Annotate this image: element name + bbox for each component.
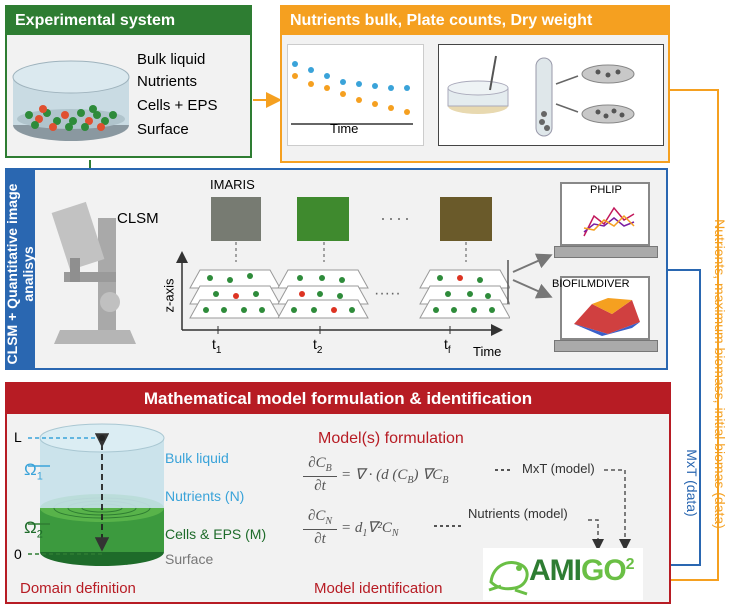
label-cells-eps: Cells + EPS [137,97,218,114]
imaris-label: IMARIS [210,177,255,192]
surface-label: Surface [165,551,214,567]
ellipsis-mid: ····· [374,285,401,302]
image-tile-t1 [211,197,261,241]
clsm-side-band [5,168,35,370]
time-chart-xlabel: Time [330,121,359,136]
clsm-label: CLSM [117,210,159,227]
eq1-fraction-bar [303,476,337,477]
orange-feedback-line [641,89,719,588]
laptop-biofilmdiver: BIOFILMDIVER [552,276,658,354]
microscope-icon [51,201,136,344]
bulk-liquid-label: Bulk liquid [165,450,229,466]
ellipsis-top: ···· [380,208,412,228]
label-nutrients: Nutrients [137,73,198,90]
L-label: L [14,429,22,445]
biofilmdiver-surface [574,298,640,336]
frog-icon [488,561,529,596]
label-bulk-liquid: Bulk liquid [137,51,206,68]
branch-arrows [512,253,553,299]
label-surface: Surface [137,121,189,138]
domain-definition-label: Domain definition [20,580,136,597]
equation-1: ∂CB ∂t = ∇ · (d (CB) ∇CB [303,455,523,499]
eq2-fraction-bar [303,529,337,530]
image-tile-tf [440,197,492,241]
time-chart [291,61,413,125]
eq1-rhs: = ∇ · (d (CB) ∇CB [341,467,449,486]
model-title: Mathematical model formulation & identif… [7,384,669,414]
eq2-rhs: = d1∇²CN [341,520,399,539]
tf-label: tf [444,336,451,356]
omega1-label: Ω1 [24,460,43,483]
experimental-title: Experimental system [7,7,250,35]
phlip-label: PHLIP [590,184,622,196]
laptop-phlip-screen [560,182,650,246]
laptop-phlip-base [554,246,658,258]
t1-label: t1 [212,336,222,356]
eq2-fraction-num: ∂CN [307,508,333,527]
nutrients-model-label: Nutrients (model) [468,506,568,521]
mxt-model-label: MxT (model) [522,461,595,476]
blue-series [292,61,410,91]
domain-cylinder [28,423,165,566]
t2-label: t2 [313,336,323,356]
stack-tf [419,269,510,319]
eq2-fraction-den: ∂t [314,531,326,547]
laptop-phlip: PHLIP [554,182,658,260]
laptop-biofilmdiver-base [554,340,658,352]
cells-eps-m-label: Cells & EPS (M) [165,526,267,542]
time-chart-box [287,44,424,146]
eq1-fraction-den: ∂t [314,478,326,494]
amigo2-text: AMIGO2 [529,554,635,587]
equation-2: ∂CN ∂t = d1∇²CN [303,508,463,552]
cell-dots [25,105,117,131]
image-tile-t2 [297,197,349,241]
petri-dish-illustration [12,60,130,141]
nutrients-panel-title: Nutrients bulk, Plate counts, Dry weight [282,7,668,35]
omega2-label: Ω2 [24,518,43,541]
blue-feedback-line [641,269,701,573]
eq1-fraction-num: ∂CB [308,455,332,474]
model-formulation-title: Model(s) formulation [318,430,464,447]
phlip-chart [583,206,635,237]
nutrients-n-label: Nutrients (N) [165,488,245,504]
nutrients-panel: Nutrients bulk, Plate counts, Dry weight… [280,5,670,163]
zero-label: 0 [14,546,22,562]
zstack-illustration: ····· [176,242,510,336]
model-identification-label: Model identification [314,580,443,597]
orange-series [292,73,410,115]
plate-counts-illustration [447,55,635,137]
time-axis-label: Time [473,344,502,359]
stack-t2 [277,269,369,319]
amigo2-logo: AMIGO2 [483,548,643,600]
experimental-panel: Experimental system Bulk liquid Nutrient… [5,5,252,158]
biofilmdiver-label: BIOFILMDIVER [552,278,630,290]
